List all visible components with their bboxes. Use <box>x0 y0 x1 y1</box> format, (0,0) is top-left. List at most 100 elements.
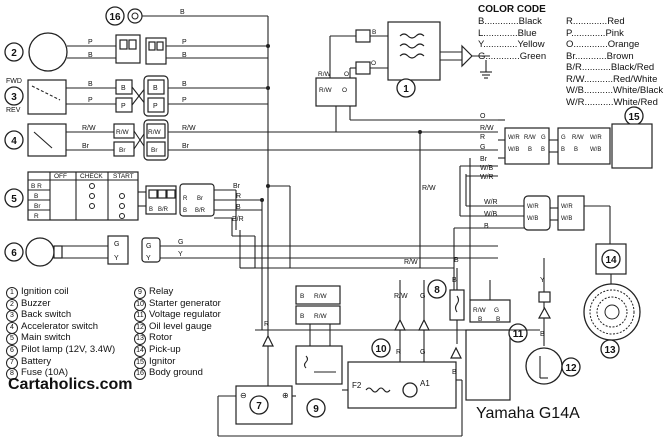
color-code-entry: W/B...........White/Black <box>566 85 663 97</box>
svg-text:W/R: W/R <box>527 204 539 210</box>
svg-text:P: P <box>182 39 187 46</box>
svg-text:B: B <box>454 257 459 264</box>
svg-text:W/B: W/B <box>561 216 572 222</box>
color-code-abbrev: P <box>566 27 572 39</box>
svg-text:B: B <box>561 147 565 153</box>
svg-text:R/W: R/W <box>314 293 328 300</box>
color-code-title: COLOR CODE <box>478 4 546 15</box>
svg-text:B: B <box>88 81 93 88</box>
component-5-main-switch: 5 OFF CHECK START B R B Br R B B/R R Br … <box>4 171 262 223</box>
svg-text:B: B <box>452 277 457 284</box>
color-code-entry: Br............Brown <box>566 51 634 63</box>
svg-text:R/W: R/W <box>524 135 536 141</box>
svg-text:W/R: W/R <box>590 135 602 141</box>
svg-text:R/W: R/W <box>148 129 162 136</box>
legend-number: 1 <box>6 287 18 299</box>
svg-text:10: 10 <box>375 344 387 355</box>
main-bus-wires: R/W <box>231 16 454 330</box>
svg-text:7: 7 <box>256 401 262 412</box>
svg-text:R/W: R/W <box>422 185 436 192</box>
color-code-name: Green <box>519 50 547 62</box>
svg-text:Y: Y <box>114 255 119 262</box>
svg-text:B: B <box>121 85 126 92</box>
svg-text:Br: Br <box>119 147 126 154</box>
svg-text:R/W: R/W <box>394 293 408 300</box>
component-10-starter-generator: 10 R/W G R G F2 A1 B <box>347 280 462 409</box>
color-code-name: Orange <box>607 39 640 50</box>
legend-label: Pick-up <box>149 344 181 355</box>
svg-text:P: P <box>182 97 187 104</box>
color-code-abbrev: R/W <box>566 73 584 85</box>
svg-text:4: 4 <box>11 136 17 147</box>
legend-number: 14 <box>134 345 146 357</box>
legend-label: Pilot lamp (12V, 3.4W) <box>21 344 116 355</box>
svg-text:R/W: R/W <box>116 129 130 136</box>
svg-text:B/R: B/R <box>158 207 169 213</box>
legend-label: Body ground <box>149 367 203 379</box>
svg-text:W/B: W/B <box>484 211 498 218</box>
site-name: Cartaholics.com <box>8 376 133 393</box>
svg-text:12: 12 <box>565 363 577 374</box>
svg-text:B/R: B/R <box>232 216 244 223</box>
color-code-entry: W/R...........White/Red <box>566 97 658 109</box>
leader-dots: ............ <box>574 50 607 62</box>
svg-text:R: R <box>264 321 269 328</box>
svg-text:R: R <box>183 196 188 202</box>
color-code-name: Blue <box>517 27 537 39</box>
svg-text:B: B <box>484 223 489 230</box>
color-code-name: White/Black <box>613 85 664 96</box>
switch-header-check: CHECK <box>80 173 103 180</box>
svg-text:O: O <box>344 71 349 78</box>
color-code-abbrev: Br <box>566 50 575 62</box>
svg-text:P: P <box>88 97 93 104</box>
color-code-entry: P.............Pink <box>566 28 624 40</box>
svg-text:G: G <box>146 243 151 250</box>
color-code-abbrev: B <box>478 16 485 27</box>
svg-text:B: B <box>452 369 457 376</box>
component-13-rotor: 13 <box>583 283 641 359</box>
legend-number: 6 <box>6 345 18 357</box>
legend-label: Relay <box>149 286 174 297</box>
color-code-entry: G.............Green <box>478 51 546 63</box>
color-code-name: Yellow <box>517 39 545 50</box>
svg-text:Y: Y <box>178 251 183 258</box>
fwd-label: FWD <box>6 78 22 85</box>
svg-text:G: G <box>114 241 119 248</box>
svg-text:R/W: R/W <box>473 307 487 314</box>
svg-text:B: B <box>372 29 376 36</box>
leader-dots: ............. <box>572 16 608 27</box>
svg-text:14: 14 <box>605 255 617 266</box>
svg-text:W/B: W/B <box>590 147 601 153</box>
svg-text:G: G <box>494 307 499 314</box>
svg-text:B: B <box>574 147 578 153</box>
legend-number: 16 <box>134 368 146 381</box>
legend-label: Buzzer <box>21 297 51 309</box>
legend-label: Ignitor <box>149 355 176 367</box>
legend-label: Main switch <box>21 332 71 344</box>
component-11-voltage-regulator: R/W G B B 11 <box>453 176 528 401</box>
legend-number: 15 <box>134 356 146 369</box>
svg-text:B: B <box>182 81 187 88</box>
leader-dots: ............. <box>573 39 608 50</box>
svg-text:G: G <box>420 293 425 300</box>
color-code-abbrev: W/R <box>566 96 585 108</box>
switch-header-off: OFF <box>54 173 67 180</box>
color-code-entry: O.............Orange <box>566 39 639 51</box>
color-code-abbrev: B/R <box>566 62 582 73</box>
component-6-pilot-lamp: 6 G Y G Y G Y <box>4 235 498 267</box>
legend-number: 9 <box>134 287 146 299</box>
svg-text:Br: Br <box>151 147 158 154</box>
svg-text:R/W: R/W <box>82 125 96 132</box>
misc-wire-labels: R/W B <box>255 257 540 331</box>
svg-text:R/W: R/W <box>318 71 332 78</box>
svg-text:B: B <box>496 316 500 323</box>
color-code-name: Red/White <box>613 73 658 85</box>
